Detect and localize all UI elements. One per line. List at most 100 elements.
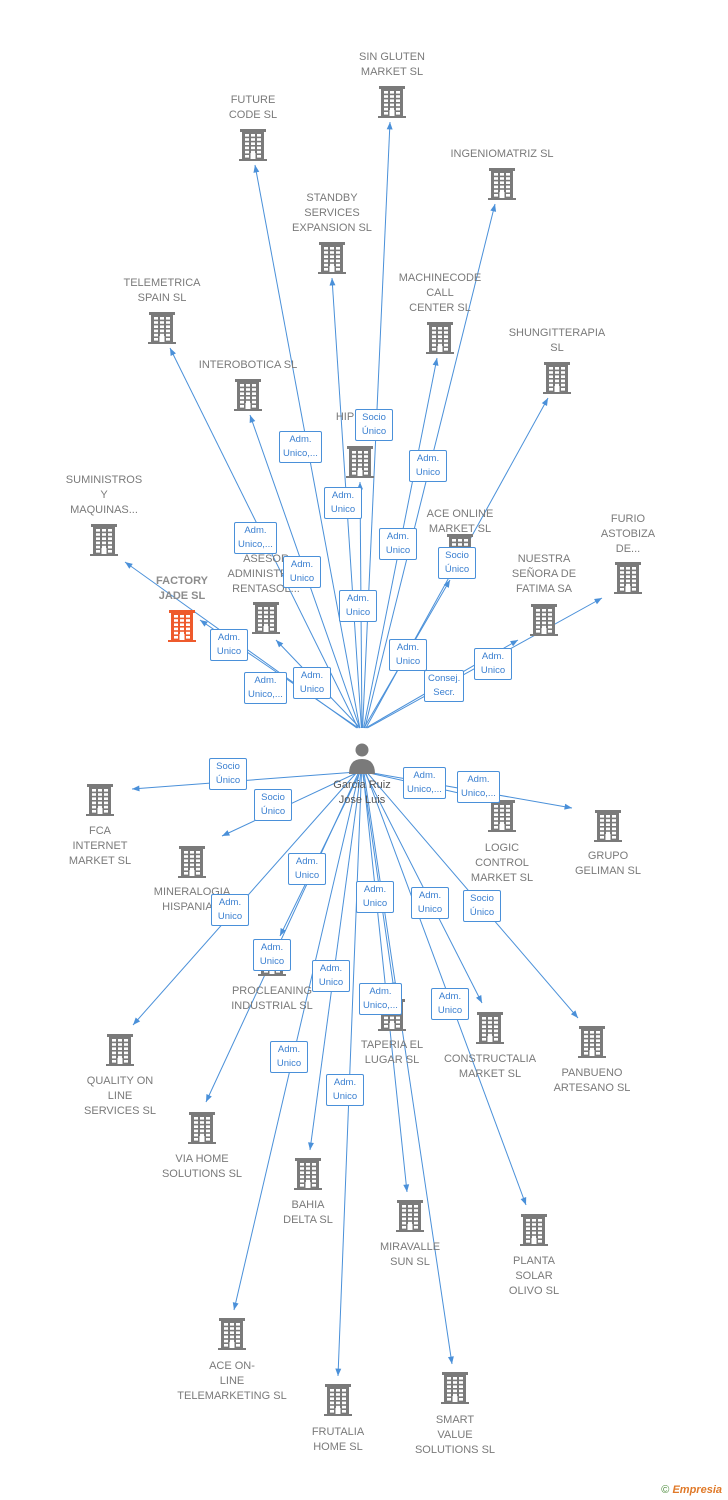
fca-building-icon[interactable] [86, 784, 114, 816]
relation-tag[interactable]: Adm. Unico [389, 639, 427, 671]
arrow-head [335, 1368, 342, 1376]
geliman-label[interactable]: GRUPO GELIMAN SL [574, 850, 642, 877]
arrow-head [541, 398, 548, 406]
nuestra-building-icon[interactable] [530, 604, 558, 636]
factory-jade-building-icon[interactable] [168, 610, 196, 642]
arrow-head [280, 928, 286, 936]
quality-building-icon[interactable] [106, 1034, 134, 1066]
shungitterapia-label[interactable]: SHUNGITTERAPIA SL [508, 327, 606, 354]
relation-tag[interactable]: Adm. Unico [474, 648, 512, 680]
nuestra-label[interactable]: NUESTRA SEÑORA DE FATIMA SA [511, 553, 577, 595]
planta-building-icon[interactable] [520, 1214, 548, 1246]
shungitterapia-building-icon[interactable] [543, 362, 571, 394]
watermark: © Empresia [661, 1484, 722, 1496]
standby-label[interactable]: STANDBY SERVICES EXPANSION SL [292, 192, 372, 234]
relation-tag[interactable]: Adm. Unico,... [279, 431, 322, 463]
miravalle-label[interactable]: MIRAVALLE SUN SL [379, 1241, 441, 1268]
panbueno-label[interactable]: PANBUENO ARTESANO SL [553, 1067, 631, 1094]
relation-tag[interactable]: Adm. Unico [270, 1041, 308, 1073]
relation-tag[interactable]: Adm. Unico,... [244, 672, 287, 704]
sin-gluten-label[interactable]: SIN GLUTEN MARKET SL [358, 51, 425, 78]
ace-tele-label[interactable]: ACE ON- LINE TELEMARKETING SL [177, 1360, 287, 1402]
relation-tag[interactable]: Adm. Unico [431, 988, 469, 1020]
smart-label[interactable]: SMART VALUE SOLUTIONS SL [414, 1414, 496, 1456]
via-home-label[interactable]: VIA HOME SOLUTIONS SL [161, 1153, 243, 1180]
machinecode-building-icon[interactable] [426, 322, 454, 354]
arrow-head [276, 640, 284, 648]
machinecode-label[interactable]: MACHINECODE CALL CENTER SL [398, 272, 482, 314]
quality-label[interactable]: QUALITY ON LINE SERVICES SL [84, 1075, 156, 1117]
factory-jade-label[interactable]: FACTORY JADE SL [156, 575, 208, 602]
logic-label[interactable]: LOGIC CONTROL MARKET SL [470, 842, 534, 884]
asesor-building-icon[interactable] [252, 602, 280, 634]
relation-tag[interactable]: Adm. Unico [339, 590, 377, 622]
relation-tag[interactable]: Socio Único [463, 890, 501, 922]
relation-tag[interactable]: Socio Único [254, 789, 292, 821]
arrow-head [432, 358, 439, 366]
ingeniomatriz-building-icon[interactable] [488, 168, 516, 200]
relation-tag[interactable]: Adm. Unico,... [234, 522, 277, 554]
bahia-building-icon[interactable] [294, 1158, 322, 1190]
taperia-label[interactable]: TAPERIA EL LUGAR SL [360, 1039, 424, 1066]
arrow-head [403, 1184, 410, 1192]
arrow-head [308, 1142, 314, 1150]
constructalia-label[interactable]: CONSTRUCTALIA MARKET SL [443, 1053, 537, 1080]
future-code-label[interactable]: FUTURE CODE SL [228, 94, 278, 121]
relation-tag[interactable]: Adm. Unico [411, 887, 449, 919]
geliman-building-icon[interactable] [594, 810, 622, 842]
standby-building-icon[interactable] [318, 242, 346, 274]
interobotica-label[interactable]: INTEROBOTICA SL [198, 359, 298, 371]
relation-tag[interactable]: Adm. Unico [326, 1074, 364, 1106]
relation-tag[interactable]: Adm. Unico [253, 939, 291, 971]
relation-tag[interactable]: Socio Único [355, 409, 393, 441]
panbueno-building-icon[interactable] [578, 1026, 606, 1058]
future-code-building-icon[interactable] [239, 129, 267, 161]
person-name[interactable]: Garcia Ruiz Jose Luis [333, 779, 391, 806]
furio-label[interactable]: FURIO ASTOBIZA DE... [600, 513, 656, 555]
relation-tag[interactable]: Adm. Unico,... [359, 983, 402, 1015]
relation-tag[interactable]: Adm. Unico,... [403, 767, 446, 799]
suministros-building-icon[interactable] [90, 524, 118, 556]
telemetrica-label[interactable]: TELEMETRICA SPAIN SL [123, 277, 201, 304]
person-icon[interactable] [349, 743, 375, 775]
relation-tag[interactable]: Adm. Unico [288, 853, 326, 885]
furio-building-icon[interactable] [614, 562, 642, 594]
relation-tag[interactable]: Adm. Unico [293, 667, 331, 699]
hiperf-building-icon[interactable] [346, 446, 374, 478]
relation-tag[interactable]: Adm. Unico [409, 450, 447, 482]
arrow-head [564, 803, 572, 810]
miravalle-building-icon[interactable] [396, 1200, 424, 1232]
relation-tag[interactable]: Adm. Unico [283, 556, 321, 588]
logic-building-icon[interactable] [488, 800, 516, 832]
relation-tag[interactable]: Adm. Unico [211, 894, 249, 926]
via-home-building-icon[interactable] [188, 1112, 216, 1144]
suministros-label[interactable]: SUMINISTROS Y MAQUINAS... [65, 474, 143, 516]
interobotica-building-icon[interactable] [234, 379, 262, 411]
arrow-head [133, 1017, 141, 1025]
planta-label[interactable]: PLANTA SOLAR OLIVO SL [508, 1255, 560, 1297]
procleaning-label[interactable]: PROCLEANING INDUSTRIAL SL [231, 985, 313, 1012]
relation-tag[interactable]: Adm. Unico [324, 487, 362, 519]
relation-tag[interactable]: Adm. Unico [379, 528, 417, 560]
relation-tag[interactable]: Adm. Unico [356, 881, 394, 913]
relation-tag[interactable]: Socio Único [438, 547, 476, 579]
sin-gluten-building-icon[interactable] [378, 86, 406, 118]
smart-building-icon[interactable] [441, 1372, 469, 1404]
bahia-label[interactable]: BAHIA DELTA SL [283, 1199, 333, 1226]
relation-tag[interactable]: Adm. Unico [210, 629, 248, 661]
fca-label[interactable]: FCA INTERNET MARKET SL [68, 825, 132, 867]
ace-tele-building-icon[interactable] [218, 1318, 246, 1350]
mineralogia-building-icon[interactable] [178, 846, 206, 878]
arrow-head [222, 830, 230, 836]
frutalia-building-icon[interactable] [324, 1384, 352, 1416]
frutalia-label[interactable]: FRUTALIA HOME SL [311, 1426, 365, 1453]
ace-online-label[interactable]: ACE ONLINE MARKET SL [426, 508, 494, 535]
relation-tag[interactable]: Adm. Unico,... [457, 771, 500, 803]
relation-tag[interactable]: Socio Único [209, 758, 247, 790]
telemetrica-building-icon[interactable] [148, 312, 176, 344]
relation-tag[interactable]: Adm. Unico [312, 960, 350, 992]
arrow-head [132, 785, 140, 792]
ingeniomatriz-label[interactable]: INGENIOMATRIZ SL [450, 148, 554, 160]
relation-tag[interactable]: Consej. Secr. [424, 670, 465, 702]
constructalia-building-icon[interactable] [476, 1012, 504, 1044]
